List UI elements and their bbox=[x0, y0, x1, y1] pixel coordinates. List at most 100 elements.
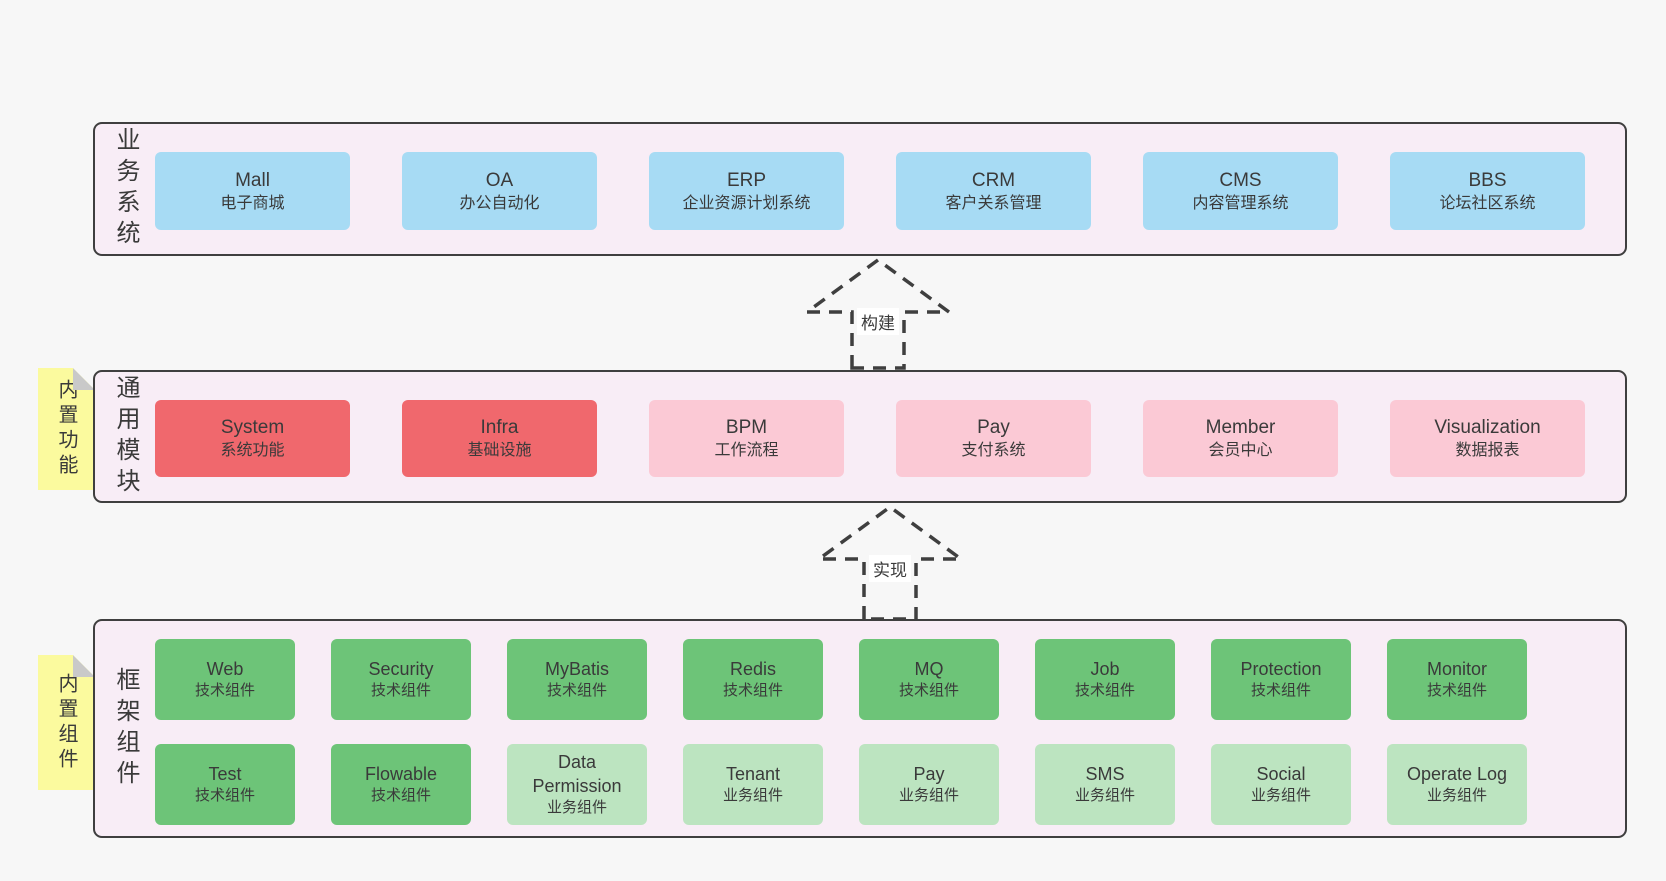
implement-arrow: 实现 bbox=[815, 503, 965, 621]
box-subtitle: 技术组件 bbox=[194, 787, 255, 805]
sticky-note-label: 内置组件 bbox=[55, 672, 77, 773]
box-title: OA bbox=[485, 169, 514, 191]
box-title: Data Permission bbox=[532, 751, 622, 796]
box-title: MyBatis bbox=[544, 658, 609, 679]
box-visualization: Visualization 数据报表 bbox=[1390, 400, 1585, 477]
box-title: System bbox=[220, 417, 285, 439]
box-mybatis: MyBatis 技术组件 bbox=[507, 639, 647, 720]
box-operate-log: Operate Log 业务组件 bbox=[1387, 744, 1527, 825]
box-subtitle: 业务组件 bbox=[546, 799, 607, 817]
box-title: Security bbox=[368, 658, 434, 679]
box-title: Protection bbox=[1240, 658, 1322, 679]
layer-business-systems: 业务系统 Mall 电子商城 OA 办公自动化 ERP 企业资源计划系统 CRM 客户关系管理… bbox=[93, 122, 1627, 256]
box-title: BBS bbox=[1468, 169, 1507, 191]
box-web: Web 技术组件 bbox=[155, 639, 295, 720]
box-pay: Pay 支付系统 bbox=[896, 400, 1091, 477]
arrow-label: 实现 bbox=[869, 555, 911, 582]
box-security: Security 技术组件 bbox=[331, 639, 471, 720]
box-mq: MQ 技术组件 bbox=[859, 639, 999, 720]
box-title: Visualization bbox=[1434, 417, 1541, 439]
box-subtitle: 技术组件 bbox=[546, 682, 607, 700]
box-erp: ERP 企业资源计划系统 bbox=[649, 152, 844, 230]
box-title: Monitor bbox=[1426, 658, 1488, 679]
box-subtitle: 基础设施 bbox=[467, 442, 532, 460]
box-subtitle: 论坛社区系统 bbox=[1439, 194, 1536, 212]
box-subtitle: 技术组件 bbox=[370, 682, 431, 700]
box-subtitle: 工作流程 bbox=[714, 442, 779, 460]
box-system: System 系统功能 bbox=[155, 400, 350, 477]
box-protection: Protection 技术组件 bbox=[1211, 639, 1351, 720]
box-subtitle: 技术组件 bbox=[898, 682, 959, 700]
box-job: Job 技术组件 bbox=[1035, 639, 1175, 720]
box-title: Mall bbox=[235, 169, 270, 191]
box-bpm: BPM 工作流程 bbox=[649, 400, 844, 477]
box-subtitle: 业务组件 bbox=[898, 787, 959, 805]
box-title: Pay bbox=[913, 763, 945, 784]
box-subtitle: 数据报表 bbox=[1455, 442, 1520, 460]
box-sms: SMS 业务组件 bbox=[1035, 744, 1175, 825]
box-title: MQ bbox=[914, 658, 944, 679]
box-mall: Mall 电子商城 bbox=[155, 152, 350, 230]
sticky-note-built-in-features: 内置功能 bbox=[38, 368, 95, 490]
sticky-note-built-in-components: 内置组件 bbox=[38, 655, 95, 790]
box-subtitle: 技术组件 bbox=[1074, 682, 1135, 700]
box-subtitle: 技术组件 bbox=[1250, 682, 1311, 700]
box-subtitle: 系统功能 bbox=[220, 442, 285, 460]
box-title: Test bbox=[208, 763, 242, 784]
box-title: Infra bbox=[480, 417, 519, 439]
box-subtitle: 业务组件 bbox=[1250, 787, 1311, 805]
box-subtitle: 业务组件 bbox=[1426, 787, 1487, 805]
box-subtitle: 技术组件 bbox=[370, 787, 431, 805]
box-subtitle: 企业资源计划系统 bbox=[682, 194, 811, 212]
box-subtitle: 技术组件 bbox=[194, 682, 255, 700]
note-fold-corner bbox=[73, 368, 95, 390]
layer-common-modules: 通用模块 System 系统功能 Infra 基础设施 BPM 工作流程 Pay 支付系统 Me… bbox=[93, 370, 1627, 503]
layer-side-label: 业务系统 bbox=[112, 127, 139, 251]
box-oa: OA 办公自动化 bbox=[402, 152, 597, 230]
build-arrow: 构建 bbox=[803, 256, 953, 370]
box-title: CRM bbox=[971, 169, 1016, 191]
box-title: Pay bbox=[977, 417, 1010, 439]
dashed-up-arrow-icon bbox=[815, 504, 965, 621]
layer-framework-components: 框架组件 Web 技术组件 Security 技术组件 MyBatis 技术组件 Redis… bbox=[93, 619, 1627, 838]
box-data-permission: Data Permission 业务组件 bbox=[507, 744, 647, 825]
box-title: Member bbox=[1205, 417, 1276, 439]
layer-side-label: 框架组件 bbox=[112, 666, 139, 791]
box-monitor: Monitor 技术组件 bbox=[1387, 639, 1527, 720]
box-test: Test 技术组件 bbox=[155, 744, 295, 825]
box-title: Social bbox=[1256, 763, 1306, 784]
box-subtitle: 内容管理系统 bbox=[1192, 194, 1289, 212]
common-modules-row-1: System 系统功能 Infra 基础设施 BPM 工作流程 Pay 支付系统 Member 会… bbox=[155, 400, 1585, 477]
box-tenant: Tenant 业务组件 bbox=[683, 744, 823, 825]
box-title: Operate Log bbox=[1406, 763, 1508, 784]
box-title: Job bbox=[1090, 658, 1120, 679]
box-subtitle: 客户关系管理 bbox=[945, 194, 1042, 212]
arrow-label: 构建 bbox=[857, 308, 899, 335]
box-title: ERP bbox=[726, 169, 767, 191]
box-title: SMS bbox=[1085, 763, 1125, 784]
layer-side-label: 通用模块 bbox=[112, 374, 139, 499]
sticky-note-label: 内置功能 bbox=[55, 379, 77, 479]
box-subtitle: 办公自动化 bbox=[459, 194, 540, 212]
box-pay: Pay 业务组件 bbox=[859, 744, 999, 825]
box-subtitle: 支付系统 bbox=[961, 442, 1026, 460]
box-bbs: BBS 论坛社区系统 bbox=[1390, 152, 1585, 230]
box-title: Web bbox=[206, 658, 244, 679]
box-title: Tenant bbox=[725, 763, 781, 784]
box-subtitle: 业务组件 bbox=[1074, 787, 1135, 805]
box-crm: CRM 客户关系管理 bbox=[896, 152, 1091, 230]
box-subtitle: 技术组件 bbox=[722, 682, 783, 700]
box-title: BPM bbox=[725, 417, 768, 439]
box-subtitle: 会员中心 bbox=[1208, 442, 1273, 460]
box-member: Member 会员中心 bbox=[1143, 400, 1338, 477]
box-subtitle: 业务组件 bbox=[722, 787, 783, 805]
box-title: Redis bbox=[729, 658, 777, 679]
box-subtitle: 技术组件 bbox=[1426, 682, 1487, 700]
box-subtitle: 电子商城 bbox=[220, 194, 285, 212]
